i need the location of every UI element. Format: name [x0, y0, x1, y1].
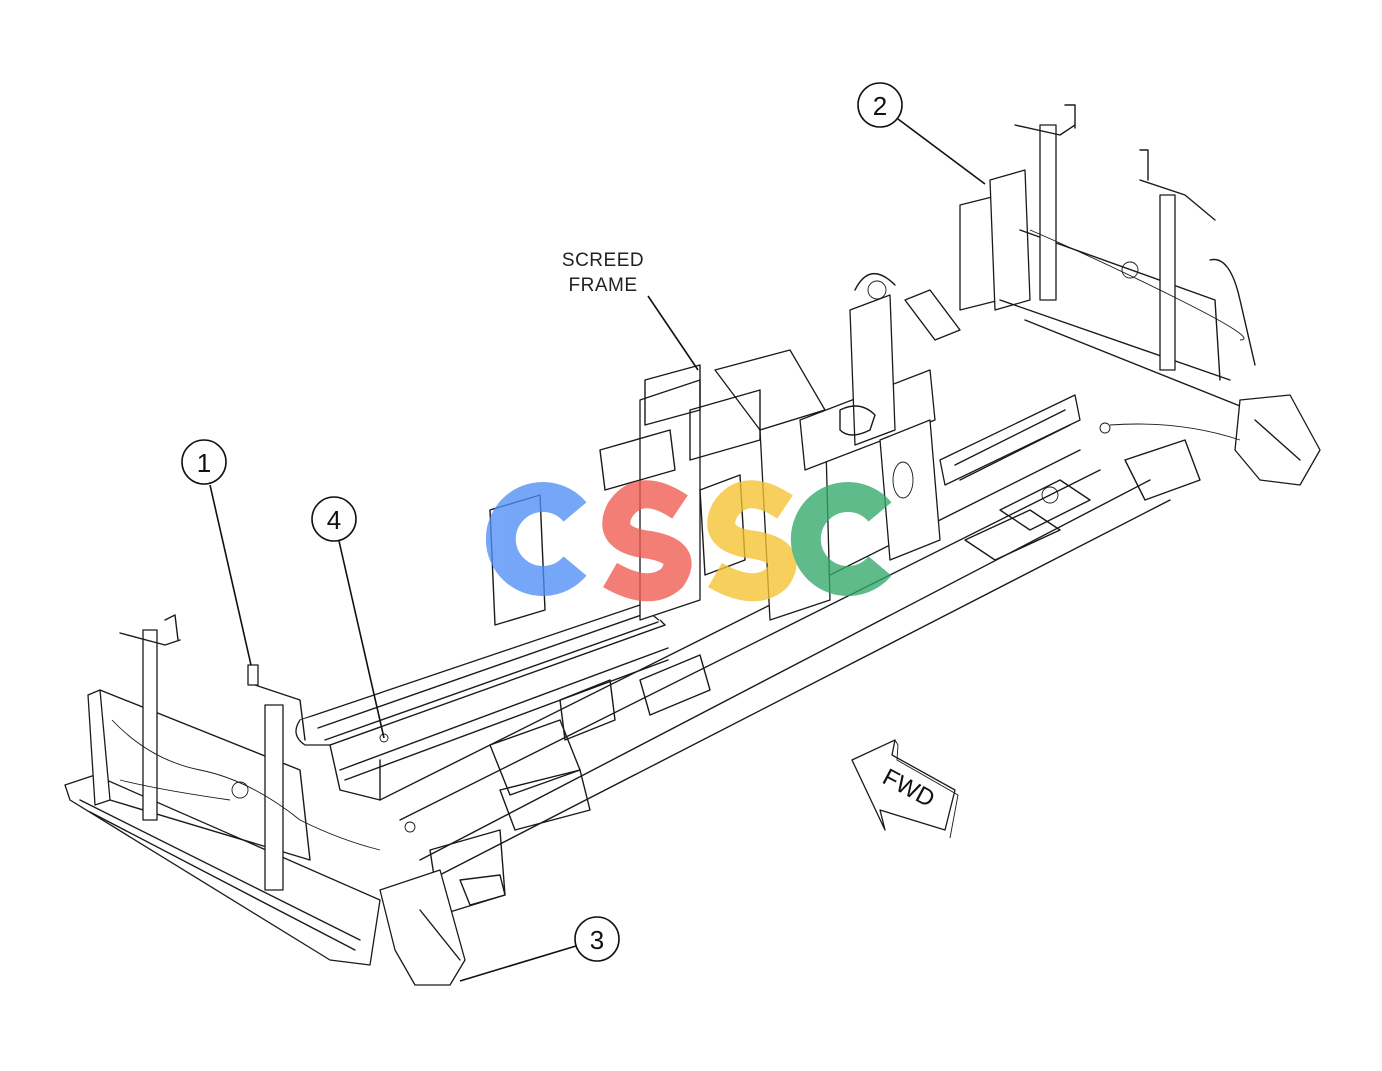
callout-4-number: 4	[327, 505, 341, 535]
screed-frame-label-line2: FRAME	[569, 275, 638, 296]
callout-2: 2	[857, 82, 986, 185]
callout-3-number: 3	[590, 925, 604, 955]
callout-1-number: 1	[197, 448, 211, 478]
forward-arrow: FWD	[851, 739, 959, 839]
callout-3: 3	[459, 916, 620, 982]
callout-2-number: 2	[873, 91, 887, 121]
watermark-logo	[485, 480, 892, 602]
callout-1: 1	[181, 439, 252, 666]
screed-frame-label-line1: SCREED	[562, 250, 644, 271]
screed-frame-drawing	[64, 104, 1321, 986]
screed-frame-leader	[647, 295, 699, 371]
callout-4: 4	[311, 496, 385, 739]
screed-frame-label: SCREED FRAME	[562, 250, 699, 371]
